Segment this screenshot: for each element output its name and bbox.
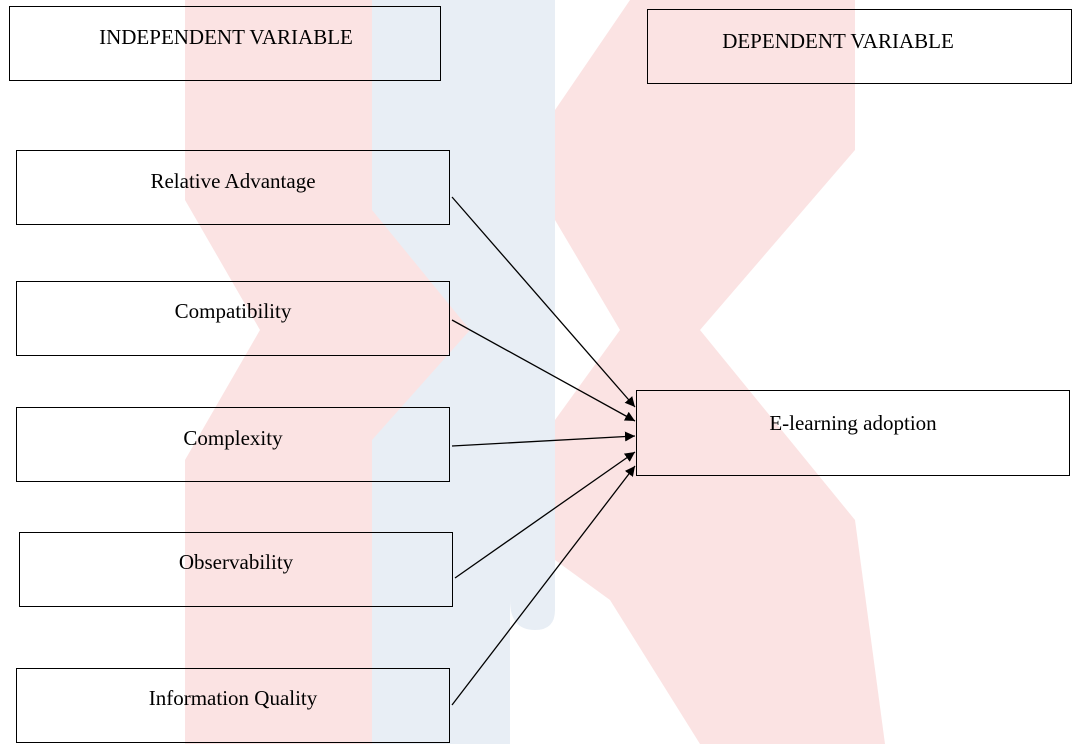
independent-variable-header: INDEPENDENT VARIABLE bbox=[9, 6, 441, 81]
variable-label-observability: Observability bbox=[178, 550, 294, 574]
variable-label-information-quality: Information Quality bbox=[148, 686, 318, 710]
independent-variable-header-label: INDEPENDENT VARIABLE bbox=[99, 25, 353, 49]
dependent-variable-box-e-learning-adoption: E-learning adoption bbox=[636, 390, 1070, 476]
variable-box-complexity: Complexity bbox=[16, 407, 450, 482]
watermark-red-right-shape bbox=[555, 0, 885, 744]
watermark-blue-shape bbox=[372, 0, 555, 744]
variable-box-compatibility: Compatibility bbox=[16, 281, 450, 356]
variable-box-information-quality: Information Quality bbox=[16, 668, 450, 743]
variable-box-observability: Observability bbox=[19, 532, 453, 607]
dependent-variable-label: E-learning adoption bbox=[769, 411, 937, 435]
arrow-relative-advantage-to-adoption bbox=[451, 196, 636, 408]
arrow-observability-to-adoption bbox=[454, 451, 636, 579]
variable-box-relative-advantage: Relative Advantage bbox=[16, 150, 450, 225]
variable-label-complexity: Complexity bbox=[183, 426, 283, 450]
dependent-variable-header: DEPENDENT VARIABLE bbox=[647, 9, 1072, 84]
arrow-information-quality-to-adoption bbox=[451, 465, 636, 706]
watermark-red-left-shape bbox=[185, 0, 470, 744]
dependent-variable-header-label: DEPENDENT VARIABLE bbox=[722, 29, 954, 53]
arrow-complexity-to-adoption bbox=[451, 431, 636, 447]
variable-label-compatibility: Compatibility bbox=[174, 299, 292, 323]
variable-label-relative-advantage: Relative Advantage bbox=[150, 169, 316, 193]
arrow-compatibility-to-adoption bbox=[451, 319, 636, 422]
